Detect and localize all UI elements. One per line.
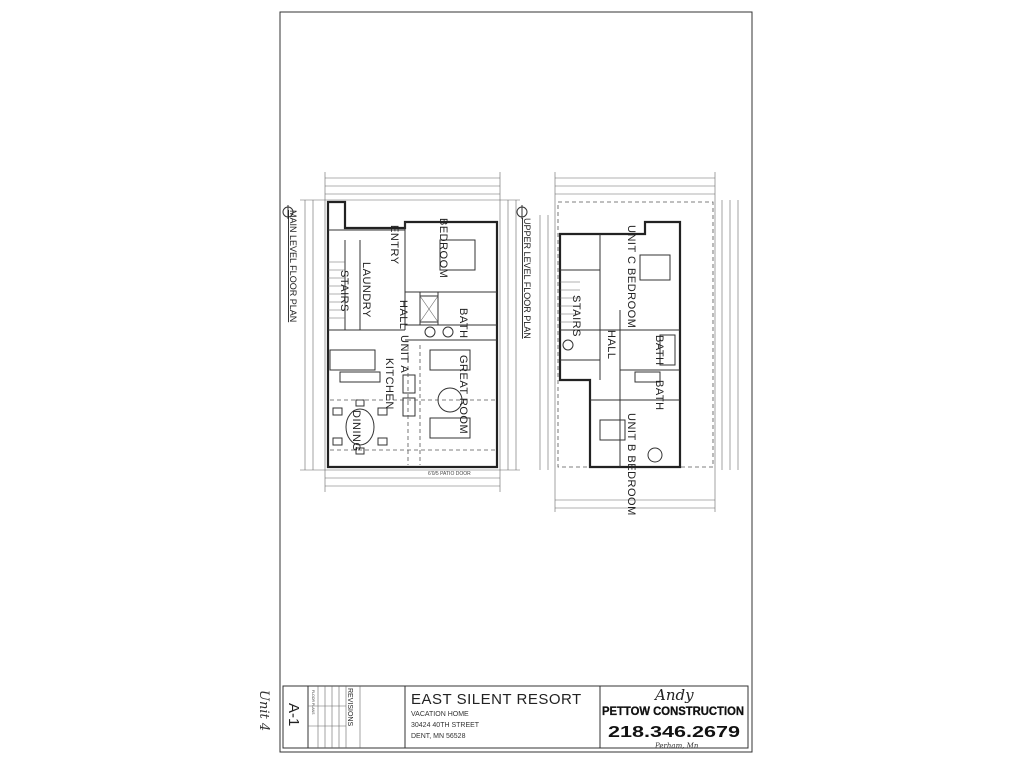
room-label: STAIRS: [570, 295, 582, 337]
patio-door-label: 6'0/5 PATIO DOOR: [428, 471, 471, 477]
room-label: HALL: [397, 300, 409, 330]
room-label: GREAT ROOM: [457, 355, 469, 434]
room-label: HALL: [605, 330, 617, 360]
room-label: LAUNDRY: [360, 262, 372, 318]
logo-script-name: Andy: [653, 686, 694, 704]
main-level-floor-plan: MAIN LEVEL FLOOR PLAN BEDROOM ENTRY LAUN…: [282, 172, 520, 492]
room-label: DINING: [350, 410, 362, 452]
room-label: UNIT B BEDROOM: [625, 413, 637, 516]
room-label: BEDROOM: [437, 218, 449, 278]
upper-plan-title: UPPER LEVEL FLOOR PLAN: [522, 218, 532, 339]
phone-number: 218.346.2679: [608, 724, 740, 741]
logo-city: Perham, Mn: [654, 742, 699, 750]
logo-company-name: PETTOW CONSTRUCTION: [602, 704, 744, 718]
room-label: BATH: [457, 308, 469, 339]
address-line-1: 30424 40TH STREET: [411, 722, 480, 729]
room-label: UNIT A: [398, 335, 410, 373]
room-label: BATH: [653, 380, 665, 411]
sheet-name: FLOOR PLANS: [311, 690, 315, 715]
sheet-border: [279, 11, 753, 753]
room-label: STAIRS: [338, 270, 350, 312]
upper-level-floor-plan: UPPER LEVEL FLOOR PLAN UNIT C BEDROOM ST…: [516, 172, 739, 516]
main-plan-title: MAIN LEVEL FLOOR PLAN: [288, 210, 298, 322]
title-block: A-1 FLOOR PLANS REVISIONS EAST SILENT RE…: [282, 685, 749, 749]
room-label: UNIT C BEDROOM: [625, 225, 637, 328]
project-subtitle: VACATION HOME: [411, 711, 469, 718]
handwritten-unit-note: Unit 4: [256, 690, 271, 731]
room-label: ENTRY: [388, 225, 400, 265]
room-label: BATH: [653, 335, 665, 366]
address-line-2: DENT, MN 56528: [411, 733, 466, 740]
room-label: KITCHEN: [383, 358, 395, 410]
revisions-label: REVISIONS: [346, 688, 353, 726]
project-title: EAST SILENT RESORT: [411, 691, 582, 708]
sheet-number: A-1: [285, 703, 302, 726]
company-logo: Andy PETTOW CONSTRUCTION 218.346.2679 Pe…: [602, 686, 744, 750]
